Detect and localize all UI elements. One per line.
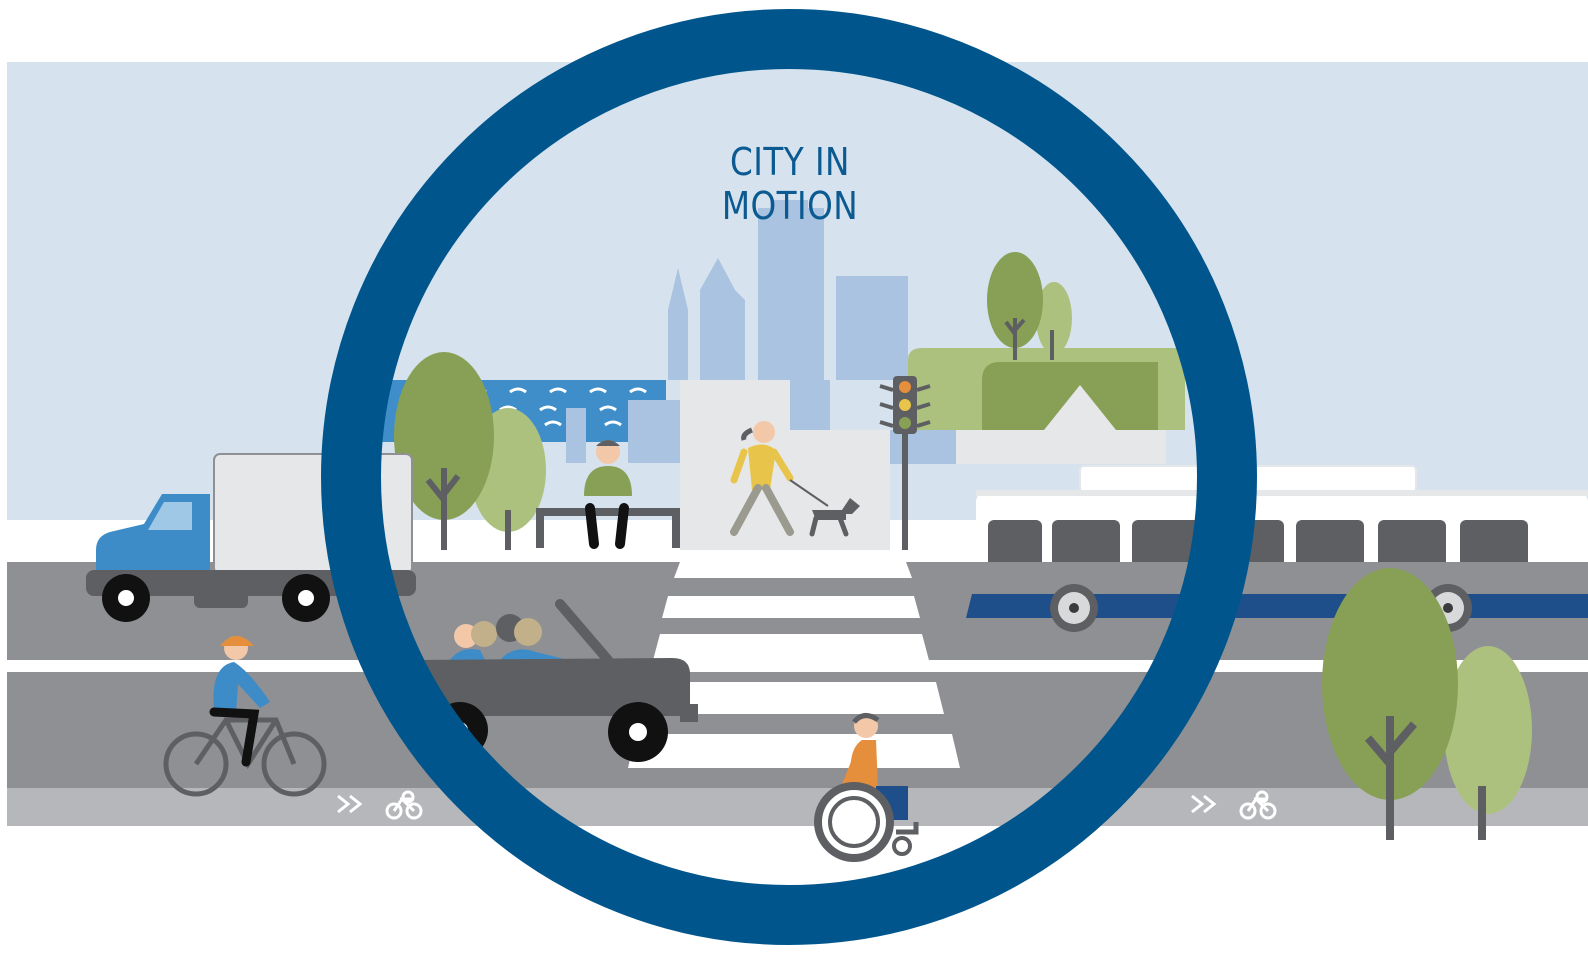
wheelchair-user-icon xyxy=(814,713,919,862)
traffic-light-icon xyxy=(879,376,931,550)
building xyxy=(890,430,956,464)
bike-lane-marking-icon xyxy=(1191,790,1277,820)
tree-icon xyxy=(394,352,546,550)
person-on-bench-icon xyxy=(536,440,680,549)
tree-icon xyxy=(1322,568,1532,840)
bike-lane xyxy=(7,788,1588,826)
crosswalk xyxy=(628,562,960,768)
house-icon xyxy=(908,348,1185,464)
building xyxy=(790,430,890,550)
cyclist-icon xyxy=(163,636,327,797)
city-in-motion-ring xyxy=(321,9,1257,945)
page-title: CITY IN MOTION xyxy=(721,140,859,228)
bike-lane-marking-icon xyxy=(337,790,423,820)
tree-icon xyxy=(987,252,1072,360)
skyline-icon xyxy=(668,200,908,430)
pedestrian-with-dog-icon xyxy=(730,421,860,537)
